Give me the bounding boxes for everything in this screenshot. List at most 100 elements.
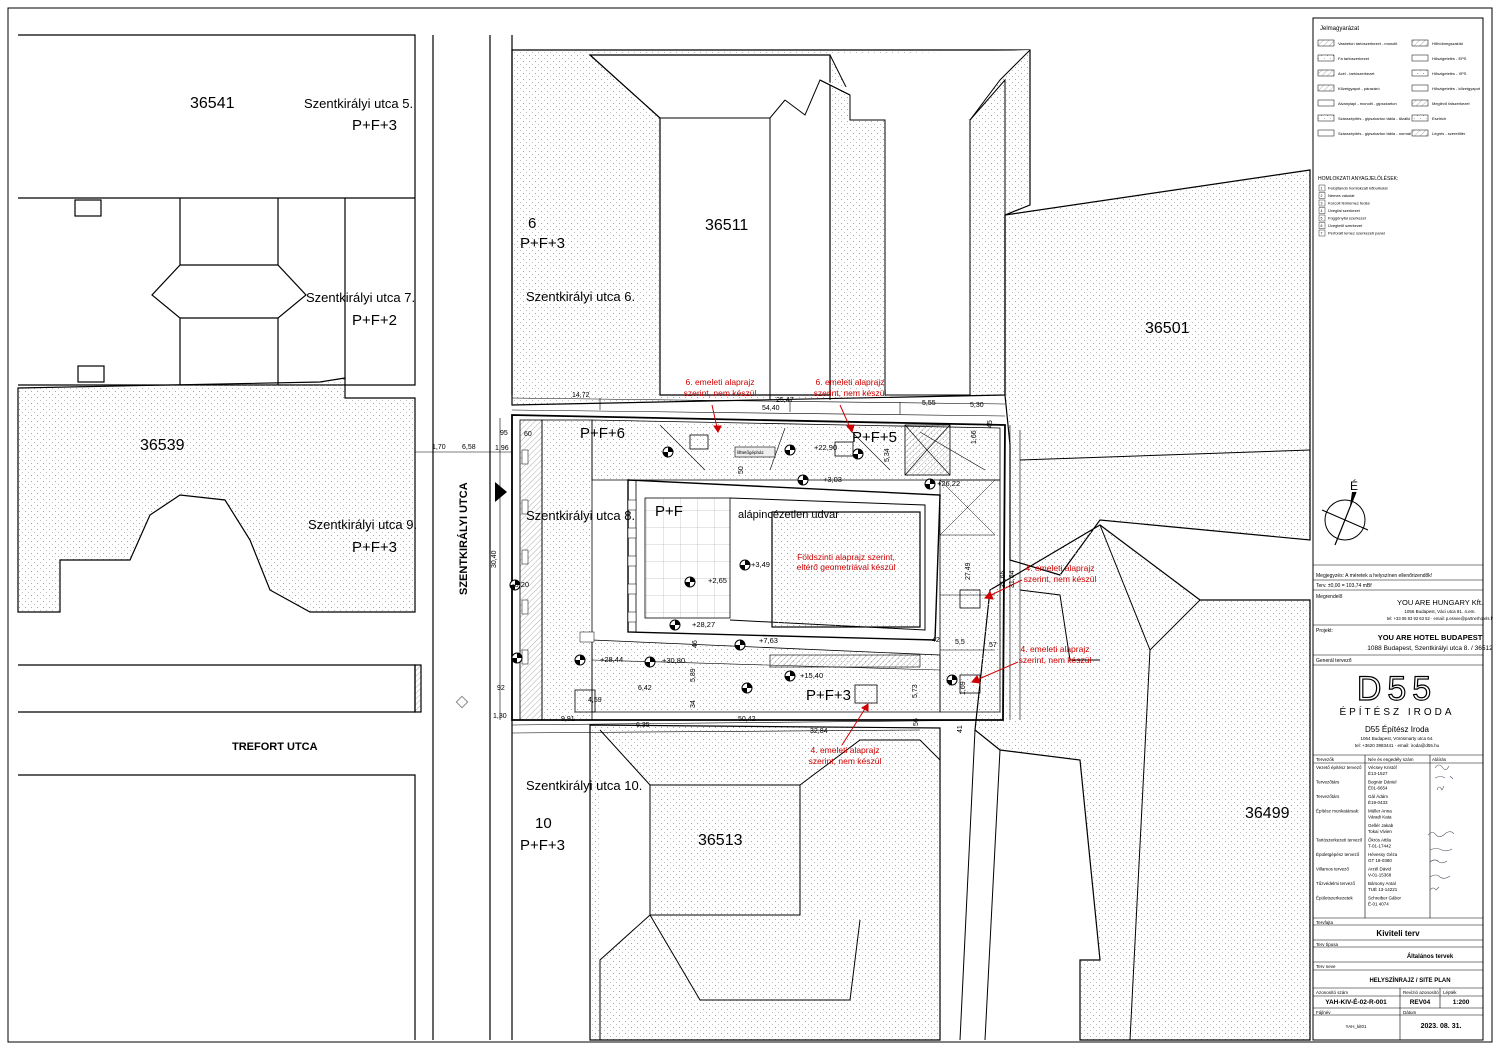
designer-license: Váradi Kata xyxy=(1368,815,1392,820)
designer-license: É01-6654 xyxy=(1368,785,1388,791)
dim-92: 92 xyxy=(497,685,505,692)
legend-swatch xyxy=(1411,69,1429,77)
note-4a-2: szerint, nem készül xyxy=(1024,574,1097,584)
client-contact: tel: +33 06 83 92 63 52 · email: p.esnee… xyxy=(1387,616,1494,621)
note-ground-2: eltérő geometriával készül xyxy=(797,562,896,572)
designer-license: V-01-15368 xyxy=(1368,873,1392,878)
dim-2749: 27,49 xyxy=(965,562,972,580)
designer-license: Tokai Vivien xyxy=(1368,829,1392,834)
legend-swatch xyxy=(1411,114,1429,122)
plan-name: HELYSZÍNRAJZ / SITE PLAN xyxy=(1369,976,1450,984)
facade-number: 3 xyxy=(1321,202,1323,206)
dim-642: 6,42 xyxy=(638,685,652,692)
note-6a-2: szerint, nem készül xyxy=(684,388,757,398)
level-303: +3,03 xyxy=(823,475,842,484)
parcel-36513-label: 36513 xyxy=(698,832,743,849)
levels-10: P+F+3 xyxy=(520,837,565,854)
level-2827: +28,27 xyxy=(692,620,715,629)
facade-number: 7 xyxy=(1321,232,1323,236)
plan-id: YAH-KIV-É-02-R-001 xyxy=(1325,997,1387,1006)
facade-item: Korcolt fémlemez fedés xyxy=(1328,201,1370,206)
legend-item: Esztrich xyxy=(1432,116,1446,121)
designer-role: Villamos tervező xyxy=(1316,867,1349,872)
level-265: +2,65 xyxy=(708,576,727,585)
firm-logo: D55 xyxy=(1357,670,1437,708)
site-levels-pf5: P+F+5 xyxy=(852,429,897,446)
designer-role: Tervezőtárs xyxy=(1316,780,1340,785)
date: 2023. 08. 31. xyxy=(1421,1023,1462,1030)
designer-role: Épületszerkezetek xyxy=(1316,895,1354,901)
designer-role: Tartószerkezeti tervező xyxy=(1316,838,1363,843)
dim-60: 60 xyxy=(524,431,532,438)
table-header-designers: Tervezők xyxy=(1316,757,1335,762)
legend-swatch xyxy=(1317,54,1335,62)
block-west xyxy=(18,34,416,386)
designer-name: Müller Anna xyxy=(1368,809,1392,814)
parcel-36501 xyxy=(1004,169,1311,576)
dim-170: 1,70 xyxy=(432,444,446,451)
dim-3164: 31,64 xyxy=(1009,570,1016,588)
site-levels-pf6: P+F+6 xyxy=(580,425,625,442)
dim-5440: 54,40 xyxy=(762,405,780,412)
parcel-36541: 36541 xyxy=(190,95,235,112)
firm-contact: tel: +3620 3983441 · email: iroda@d55.hu xyxy=(1355,743,1440,748)
parcel-36513 xyxy=(589,724,941,1041)
designer-name: Gellér Jakab xyxy=(1368,823,1394,828)
project-name: YOU ARE HOTEL BUDAPEST xyxy=(1378,633,1483,642)
parcel-36501-label: 36501 xyxy=(1145,320,1190,337)
facade-item: Üvegfal szerkezet xyxy=(1328,208,1361,213)
designer-name: Schreiber Gábor xyxy=(1368,896,1402,901)
client-address: 1056 Budapest, Váci utca 81. 4.em. xyxy=(1404,609,1475,614)
legend-item: Légrés - szerelőtér xyxy=(1432,131,1466,136)
dim-45: 45 xyxy=(987,420,994,428)
dim-42: 42 xyxy=(932,637,940,644)
address-8: Szentkirályi utca 8. xyxy=(526,508,635,523)
designer-license: É19-0433 xyxy=(1368,799,1388,805)
dim-3284: 32,84 xyxy=(810,728,828,735)
note-4a-1: 4. emeleti alaprajz xyxy=(1026,563,1095,573)
address-6: Szentkirályi utca 6. xyxy=(526,289,635,304)
firm-name: D55 Építész Iroda xyxy=(1365,725,1430,734)
designer-name: Bársony Antal xyxy=(1368,881,1396,886)
firm-logo-sub: ÉPÍTÉSZ IRODA xyxy=(1339,705,1454,718)
level-349: +3,49 xyxy=(751,560,770,569)
legend-item: Szárazépítés - gipszkarton tábla - normá… xyxy=(1338,131,1411,136)
facade-item: Perforált lemez szerkezeti panel xyxy=(1328,231,1385,236)
level-2290: +22,90 xyxy=(814,443,837,452)
legend-swatch xyxy=(1411,54,1429,62)
dim-589: 5,89 xyxy=(690,668,697,682)
facade-number-box xyxy=(1318,184,1326,192)
facade-item: Üvegtető szerkezet xyxy=(1328,223,1363,228)
designer-label: Generál tervező xyxy=(1316,658,1352,664)
note-ground-1: Földszinti alaprajz szerint, xyxy=(797,552,895,562)
note-6b-1: 6. emeleti alaprajz xyxy=(816,377,885,387)
client-label: Megrendelő xyxy=(1316,594,1343,600)
note-4b-1: 4. emeleti alaprajz xyxy=(1021,644,1090,654)
north-label: É xyxy=(1350,478,1358,493)
dim-196: 1,96 xyxy=(495,445,509,452)
block-southwest xyxy=(18,664,422,1040)
legend-swatch xyxy=(1411,99,1429,107)
legend-item: Hőszigetelés - EPS xyxy=(1432,56,1467,61)
legend-swatch xyxy=(1411,84,1429,92)
legend-item: Fa tartószerkezet xyxy=(1338,56,1370,61)
elevation-ref: Terv. ±0,00 = 103,74 mBf xyxy=(1316,583,1372,589)
dim-555: 5,55 xyxy=(922,400,936,407)
parcel-36539 xyxy=(17,377,416,613)
phase: Kiviteli terv xyxy=(1376,929,1420,938)
level-763: +7,63 xyxy=(759,636,778,645)
designer-role: Épületgépész tervező xyxy=(1316,851,1360,857)
levels-7: P+F+2 xyxy=(352,312,397,329)
dimension-lines xyxy=(415,397,1021,734)
number-10: 10 xyxy=(535,815,552,832)
dim-3040: 30,40 xyxy=(491,550,498,568)
site-szentkiralyi-8 xyxy=(511,414,1006,721)
date-label: Dátum xyxy=(1403,1010,1417,1015)
note-4c-1: 4. emeleti alaprajz xyxy=(811,745,880,755)
designer-name: Vécsey Kristóf xyxy=(1368,765,1398,770)
legend-swatch xyxy=(1411,129,1429,137)
scale: 1:200 xyxy=(1453,999,1470,1006)
designer-license: TUÉ 13-14221 xyxy=(1368,886,1398,892)
designer-license: É-01 4074 xyxy=(1368,901,1389,907)
courtyard-label: alápincézetlen udvar xyxy=(738,509,839,521)
